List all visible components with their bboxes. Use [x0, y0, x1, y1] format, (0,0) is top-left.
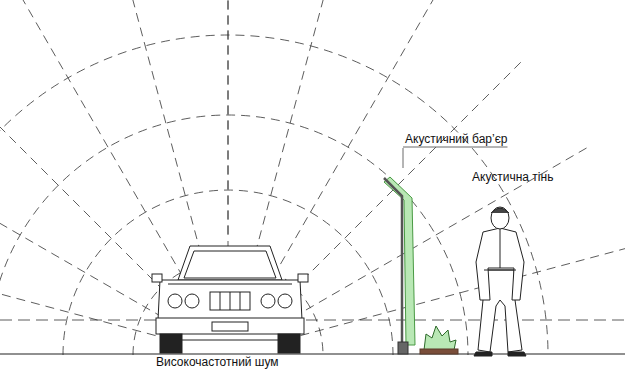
noise-label: Високочастотний шум: [156, 355, 279, 369]
person: [474, 207, 526, 356]
sound-waves: [0, 0, 625, 355]
wave-ray: [0, 145, 176, 325]
wave-ray: [286, 246, 625, 339]
wave-ray: [0, 246, 170, 339]
wave-ray: [18, 0, 198, 303]
wave-ray: [228, 0, 229, 240]
car: [152, 246, 308, 353]
shadow-label: Акустична тінь: [472, 170, 553, 184]
barrier-label: Акустичний бар’єр: [405, 132, 507, 146]
ground-line: [0, 353, 625, 354]
wave-ray: [280, 145, 592, 325]
shrub: [420, 326, 458, 354]
wave-arc: [0, 115, 468, 355]
acoustic-barrier: [384, 148, 415, 354]
wave-arc: [0, 35, 548, 355]
dashed-line: [0, 320, 625, 321]
wave-ray: [0, 58, 186, 313]
leader-line: [403, 147, 507, 148]
